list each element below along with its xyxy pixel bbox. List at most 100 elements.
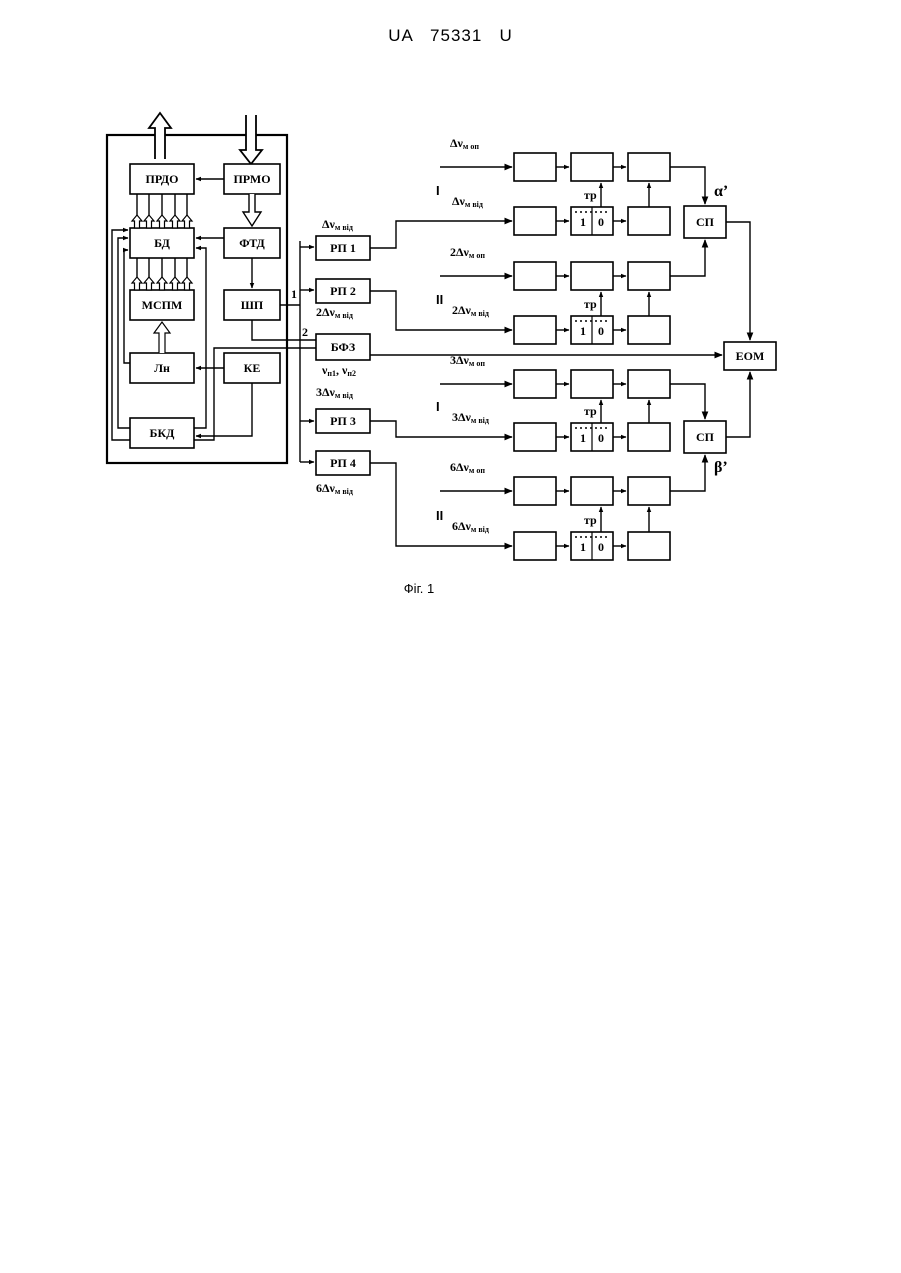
undefined [514, 423, 556, 451]
freq-vid-label: 3Δνм від [452, 410, 489, 425]
undefined [628, 153, 670, 181]
block-mspm-label: МСПМ [142, 298, 183, 312]
block-prdo: ПРДО [130, 164, 194, 194]
undefined [514, 207, 556, 235]
bus-bd-to-prdo [132, 194, 192, 228]
port-1-label: 1 [291, 287, 297, 301]
undefined [514, 532, 556, 560]
block-trigger: 10 [571, 532, 613, 560]
block-ln: Лн [130, 353, 194, 383]
freq-vid-label: Δνм від [452, 194, 483, 209]
block-sp-beta-label: СП [696, 430, 715, 444]
trigger-one-label: 1 [580, 540, 586, 554]
block-rp1-label: РП 1 [330, 241, 356, 255]
arrow-ln-to-mspm [154, 322, 170, 353]
block-ln-label: Лн [154, 361, 170, 375]
undefined [514, 370, 556, 398]
block-rp2: РП 2 [316, 279, 370, 303]
undefined [571, 262, 613, 290]
block-bkd-label: БКД [150, 426, 176, 440]
undefined [571, 370, 613, 398]
block-prmo-label: ПРМО [233, 172, 270, 186]
block-rp4-label: РП 4 [330, 456, 356, 470]
port-2-label: 2 [302, 325, 308, 339]
block-rp3-label: РП 3 [330, 414, 356, 428]
freq-op-label: Δνм оп [450, 136, 479, 151]
rp1-freq-label: Δνм від [322, 217, 353, 232]
block-bkd: БКД [130, 418, 194, 448]
freq-op-label: 6Δνм оп [450, 460, 485, 475]
undefined [628, 423, 670, 451]
tr-label: тр [584, 404, 597, 418]
trigger-zero-label: 0 [598, 540, 604, 554]
block-ke-label: КЕ [244, 361, 261, 375]
tr-label: тр [584, 297, 597, 311]
bus-mspm-to-bd [132, 258, 192, 290]
block-trigger: 10 [571, 316, 613, 344]
tr-label: тр [584, 188, 597, 202]
block-rp1: РП 1 [316, 236, 370, 260]
block-ke: КЕ [224, 353, 280, 383]
undefined [628, 477, 670, 505]
figure-caption: Фіг. 1 [0, 581, 838, 596]
trigger-one-label: 1 [580, 324, 586, 338]
input-arrow [240, 115, 262, 164]
undefined [628, 370, 670, 398]
freq-vid-label: 6Δνм від [452, 519, 489, 534]
roman-numeral: І [436, 399, 440, 414]
block-sp-beta: СП [684, 421, 726, 453]
block-ftd: ФТД [224, 228, 280, 258]
alpha-output-label: α’ [714, 183, 728, 200]
channel-group-2: 2Δνм оп2Δνм відІІ10тр [436, 245, 670, 344]
undefined [628, 207, 670, 235]
block-bfz: БФЗ [316, 334, 370, 360]
block-eom: ЕОМ [724, 342, 776, 370]
undefined [628, 532, 670, 560]
undefined [514, 262, 556, 290]
undefined [514, 153, 556, 181]
block-trigger: 10 [571, 207, 613, 235]
trigger-zero-label: 0 [598, 431, 604, 445]
block-eom-label: ЕОМ [736, 349, 765, 363]
block-prdo-label: ПРДО [146, 172, 179, 186]
rp4-freq-label: 6Δνм від [316, 481, 353, 496]
rp3-freq-label: 3Δνм від [316, 385, 353, 400]
roman-numeral: ІІ [436, 508, 443, 523]
undefined [628, 316, 670, 344]
rp2-freq-label: 2Δνм від [316, 305, 353, 320]
block-shp: ШП [224, 290, 280, 320]
trigger-zero-label: 0 [598, 324, 604, 338]
tr-label: тр [584, 513, 597, 527]
block-rp2-label: РП 2 [330, 284, 356, 298]
channel-group-6: 6Δνм оп6Δνм відІІ10тр [436, 460, 670, 560]
block-rp4: РП 4 [316, 451, 370, 475]
roman-numeral: І [436, 183, 440, 198]
undefined [571, 477, 613, 505]
channel-group-1: Δνм опΔνм відІ10тр [436, 136, 670, 235]
beta-output-label: β’ [714, 459, 728, 476]
channel-groups: Δνм опΔνм відІ10тр2Δνм оп2Δνм відІІ10тр3… [436, 136, 670, 560]
roman-numeral: ІІ [436, 292, 443, 307]
block-sp-alpha: СП [684, 206, 726, 238]
trigger-one-label: 1 [580, 215, 586, 229]
bfz-nu-label: νп1, νп2 [321, 363, 356, 378]
block-diagram: ПРДО ПРМО БД ФТД МСПМ ШП Лн КЕ БКД [0, 0, 901, 620]
undefined [571, 153, 613, 181]
block-prmo: ПРМО [224, 164, 280, 194]
block-bd-label: БД [154, 236, 170, 250]
block-mspm: МСПМ [130, 290, 194, 320]
block-rp3: РП 3 [316, 409, 370, 433]
freq-op-label: 2Δνм оп [450, 245, 485, 260]
block-shp-label: ШП [241, 298, 264, 312]
trigger-zero-label: 0 [598, 215, 604, 229]
undefined [628, 262, 670, 290]
arrow-prmo-to-ftd [243, 194, 261, 226]
block-sp-alpha-label: СП [696, 215, 715, 229]
undefined [514, 477, 556, 505]
block-ftd-label: ФТД [239, 236, 265, 250]
block-trigger: 10 [571, 423, 613, 451]
undefined [514, 316, 556, 344]
freq-vid-label: 2Δνм від [452, 303, 489, 318]
trigger-one-label: 1 [580, 431, 586, 445]
block-bd: БД [130, 228, 194, 258]
